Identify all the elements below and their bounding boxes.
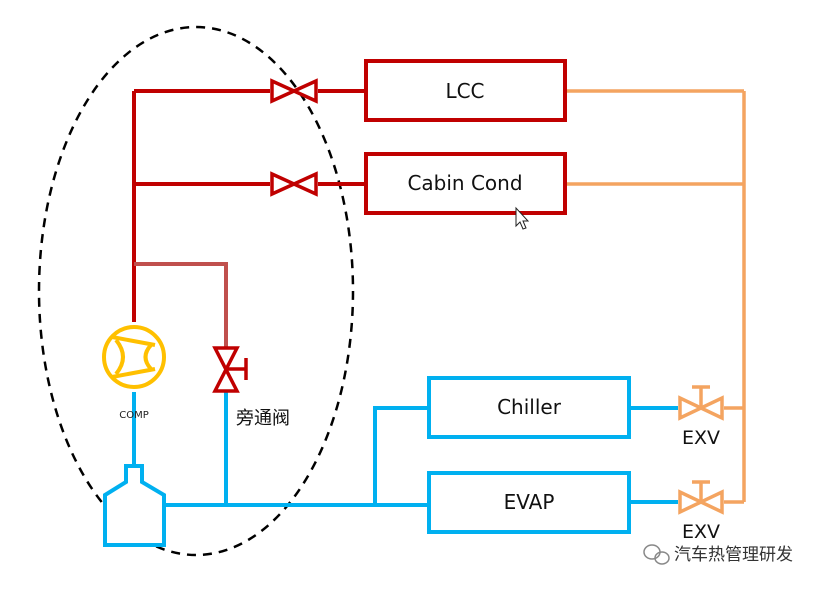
expansion-valve-icon	[678, 480, 724, 515]
high-pressure-lines	[132, 89, 365, 322]
bypass-valve-label: 旁通阀	[236, 408, 290, 429]
compressor-icon	[102, 325, 166, 389]
chiller-label: Chiller	[497, 395, 562, 419]
highlight-ellipse	[37, 25, 355, 557]
chiller-box: Chiller	[427, 376, 631, 439]
mouse-cursor-icon	[515, 206, 530, 230]
watermark-text: 汽车热管理研发	[674, 545, 793, 565]
two-way-valve-icon	[270, 171, 318, 197]
evap-box: EVAP	[427, 471, 631, 534]
wechat-icon	[643, 544, 670, 565]
liquid-lines	[566, 89, 746, 504]
accumulator-icon	[103, 464, 166, 547]
expansion-valve-icon	[678, 385, 724, 421]
evap-label: EVAP	[504, 490, 555, 514]
comp-label: COMP	[119, 410, 149, 421]
bypass-line	[134, 262, 228, 348]
low-pressure-lines	[132, 392, 678, 507]
cabin-cond-label: Cabin Cond	[407, 171, 522, 195]
exv-top-label: EXV	[682, 427, 720, 449]
cabin-cond-box: Cabin Cond	[364, 152, 567, 215]
bypass-valve-icon	[212, 346, 248, 393]
lcc-label: LCC	[445, 79, 484, 103]
exv-bottom-label: EXV	[682, 521, 720, 543]
lcc-box: LCC	[364, 59, 567, 122]
two-way-valve-icon	[270, 78, 318, 104]
